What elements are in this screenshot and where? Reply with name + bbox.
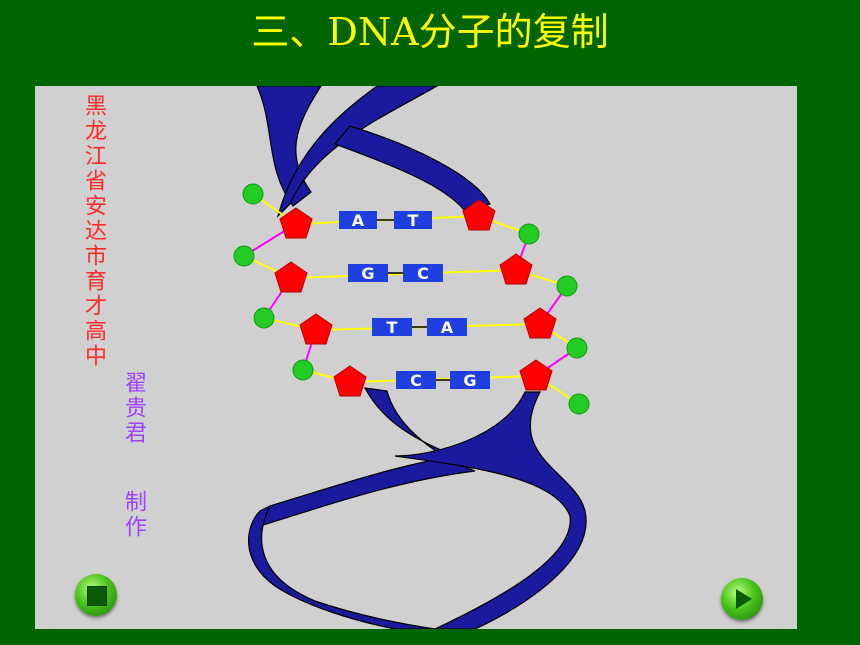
page-title: 三、DNA分子的复制 [251,10,609,54]
phosphate-right-4 [568,393,590,415]
base-box [339,211,377,229]
diagram-panel: A T G C T A C G 黑龙江省安达市育才高中 翟贵君 制作 [35,86,797,629]
phosphate-right-2 [556,275,578,297]
base-box [348,264,388,282]
base-label: T [387,318,398,337]
base-box [450,371,490,389]
base-label: G [361,264,374,283]
base-label: C [410,371,422,390]
helix-strands [248,86,587,629]
helix-strand-top-left [256,86,322,207]
stop-button[interactable] [75,574,117,616]
phosphate-left-1 [242,183,264,205]
sugar-left-4 [333,365,367,397]
sugar-right-4 [519,359,553,391]
phosphate-groups [233,183,590,415]
sugar-left-2 [274,261,308,293]
phosphate-right-1 [518,223,540,245]
helix-strand-right-upper [333,125,491,212]
base-box [427,318,467,336]
sugar-right-1 [462,199,496,231]
base-label: T [408,211,419,230]
play-icon [736,589,752,609]
base-label: A [352,211,365,230]
sugar-right-2 [499,253,533,285]
sugar-groups [274,199,557,397]
sugar-right-3 [523,307,557,339]
maker-label: 制作 [121,490,146,540]
play-button[interactable] [721,578,763,620]
stop-icon [87,586,107,606]
sugar-left-3 [299,313,333,345]
phosphate-left-2 [233,245,255,267]
phosphate-left-4 [292,359,314,381]
dna-diagram: A T G C T A C G [233,86,590,629]
base-label: G [463,371,476,390]
helix-strand-lower-right [394,391,587,629]
base-label: A [441,318,454,337]
base-pair-3: T A [372,318,467,337]
base-pair-2: G C [348,264,443,283]
sugar-left-1 [279,207,313,239]
base-pair-1: A T [339,211,432,230]
base-box [403,264,443,282]
phosphate-left-3 [253,307,275,329]
base-label: C [417,264,429,283]
school-name: 黑龙江省安达市育才高中 [81,94,106,369]
base-box [372,318,412,336]
base-box [394,211,432,229]
base-box [396,371,436,389]
phosphate-right-3 [566,337,588,359]
helix-strand-top-right [276,86,439,219]
author-name: 翟贵君 [121,371,146,446]
helix-strand-bottom-loop [248,504,436,629]
base-pair-4: C G [396,371,490,390]
